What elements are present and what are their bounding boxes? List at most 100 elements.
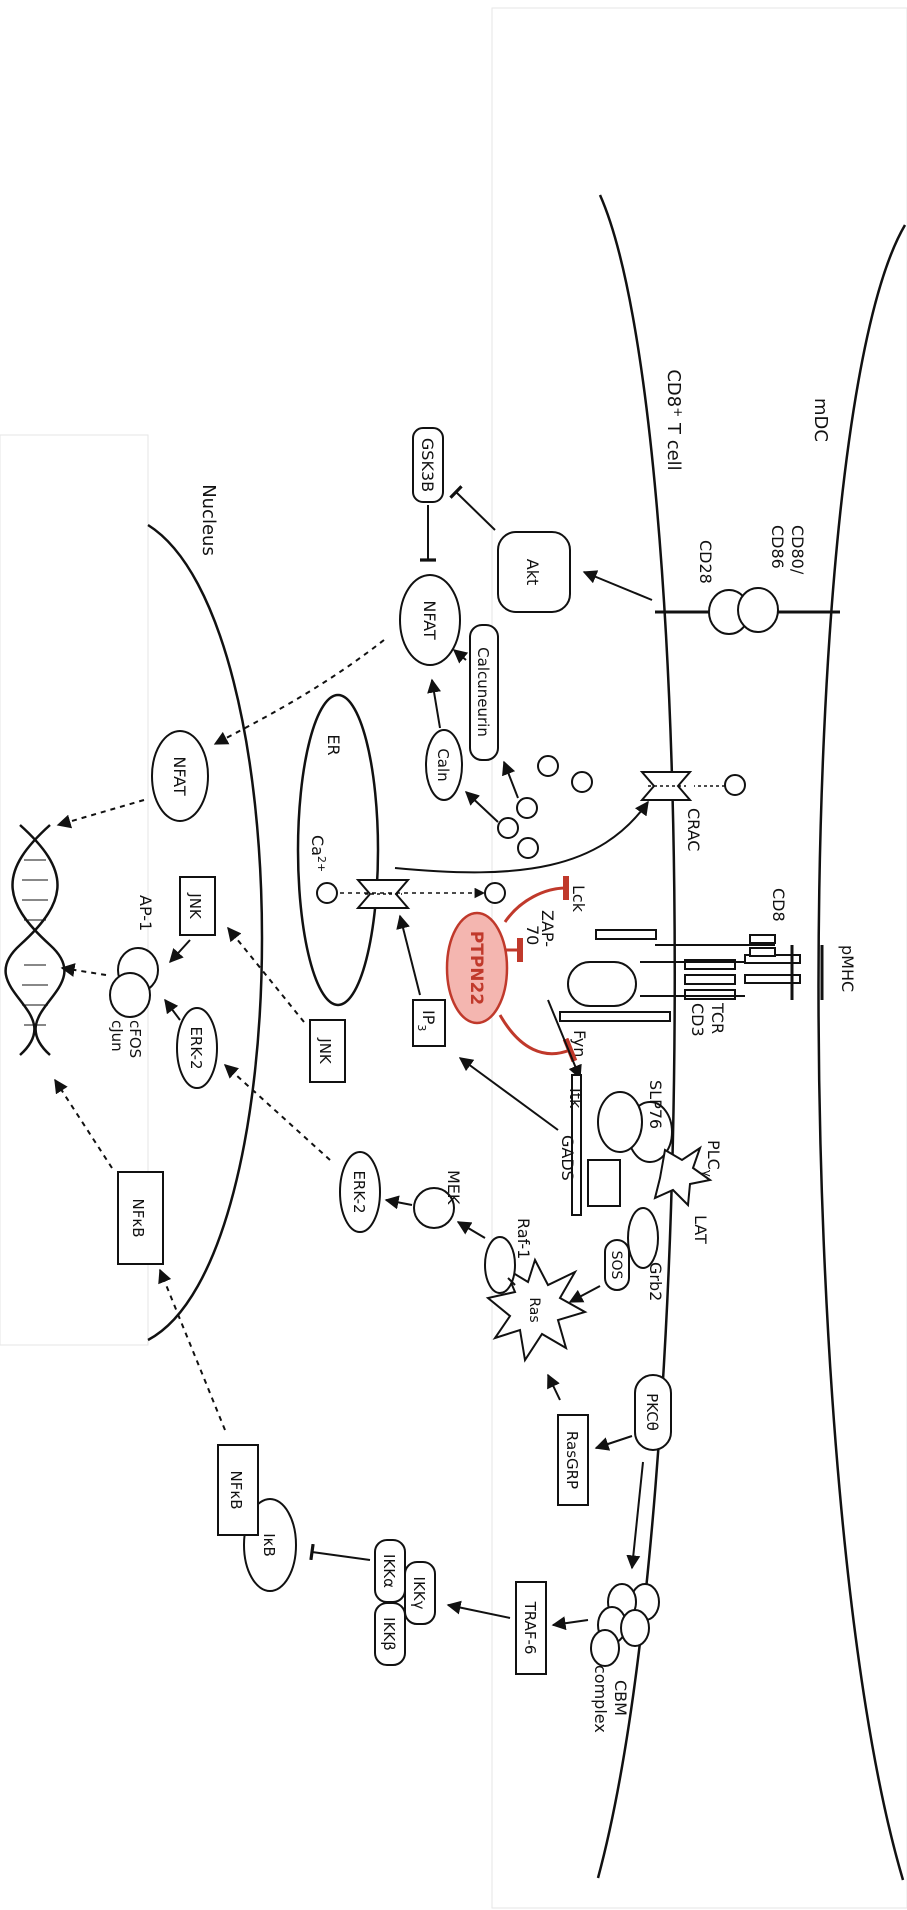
cbm-unit	[591, 1630, 619, 1666]
caln-to-nfat	[432, 680, 440, 728]
cd8-bar	[750, 948, 775, 956]
pmhc-label: pMHC	[838, 945, 857, 992]
ap1-to-dna	[62, 968, 106, 975]
cjun	[110, 973, 150, 1017]
cd3-label: CD3	[688, 1003, 707, 1037]
itk	[598, 1092, 642, 1152]
raf1	[485, 1237, 515, 1293]
jnk-to-ap1	[170, 940, 190, 962]
pkc-to-rasgrp	[596, 1436, 632, 1448]
gads	[588, 1160, 620, 1206]
fyn-label: Fyn	[570, 1030, 589, 1057]
nfat-translocation	[215, 640, 384, 744]
ca-ion	[538, 756, 558, 776]
ca-to-caln	[466, 792, 498, 822]
sos-to-ras	[570, 1286, 600, 1302]
gads-label: GADS	[558, 1135, 577, 1181]
ca-label: Ca2+	[308, 835, 328, 872]
ikka-label: IKKα	[380, 1554, 398, 1588]
zap70-label-b: 70	[523, 925, 542, 945]
erk2-nucleus-label: ERK-2	[187, 1026, 205, 1069]
erk2-to-ap1	[165, 1000, 180, 1020]
tcr-label: TCR	[708, 1002, 727, 1034]
mdc-label: mDC	[810, 398, 831, 442]
er-label: ER	[324, 734, 343, 755]
pkc-to-cbm	[632, 1462, 643, 1568]
crac-label: CRAC	[684, 808, 703, 851]
ca-ion-er	[317, 883, 337, 903]
cbm-to-traf6	[553, 1620, 588, 1625]
cd80-label: CD80/	[788, 525, 807, 575]
ca-ion	[572, 772, 592, 792]
zap70	[568, 962, 636, 1006]
ikkb-label: IKKβ	[380, 1617, 398, 1651]
cd80-domain	[738, 588, 778, 632]
pkc-label: PKCθ	[643, 1393, 661, 1431]
nfkb-to-dna	[55, 1080, 112, 1168]
cfos-label: cFOS	[126, 1020, 144, 1058]
lat-label: LAT	[691, 1215, 710, 1244]
akt-label: Akt	[523, 559, 542, 585]
plcg-label: PLCγ	[700, 1140, 723, 1177]
lck-bar	[596, 930, 656, 939]
ap1-label: AP-1	[136, 895, 155, 931]
cd86-label: CD86	[768, 525, 787, 569]
rasgrp-to-ras	[548, 1375, 560, 1400]
ca-ion-outside	[725, 775, 745, 795]
lck-label: Lck	[569, 885, 588, 913]
nfat-nucleus-label: NFAT	[170, 756, 189, 795]
traf6-label: TRAF-6	[521, 1601, 539, 1655]
raf1-label: Raf-1	[514, 1218, 533, 1259]
cd8-label: CD8	[769, 888, 788, 922]
mdc-membrane	[818, 225, 905, 1880]
mek-label: MEK	[444, 1170, 463, 1205]
t-cell-label: CD8+ T cell	[663, 369, 685, 470]
ca-ion	[518, 838, 538, 858]
sos-label: SOS	[608, 1251, 624, 1280]
ikk-inhibits-ikb	[312, 1552, 370, 1560]
ca-ion	[517, 798, 537, 818]
ptpn22-label: PTPN22	[466, 931, 486, 1005]
nucleus-label: Nucleus	[198, 484, 219, 556]
cd28-label: CD28	[696, 540, 715, 584]
tcr-chain	[685, 990, 735, 999]
caln-label: Caln	[434, 748, 452, 781]
ip3-to-receptor	[400, 916, 420, 995]
itk-label: Itk	[566, 1088, 585, 1109]
akt-inhibits-gsk3b	[456, 492, 495, 530]
plc-to-ip3	[460, 1058, 558, 1130]
cbm-label-a: CBM	[611, 1680, 630, 1716]
cd28-to-akt	[584, 572, 652, 600]
ras-label: Ras	[526, 1297, 542, 1322]
nfat-cytoplasm-label: NFAT	[420, 600, 439, 639]
calcineurin-label: Calcuneurin	[474, 647, 492, 737]
ca-to-calcineurin	[504, 762, 518, 798]
traf6-to-ikk	[448, 1605, 510, 1618]
slp76-label: SLP76	[646, 1080, 665, 1129]
ikb-label: IκB	[260, 1533, 278, 1557]
calcineurin-to-nfat	[454, 650, 466, 660]
jnk-nucleus-label: JNK	[186, 892, 204, 920]
tcr-chain	[685, 975, 735, 984]
jnk-translocation	[228, 928, 304, 1022]
dna-helix	[6, 825, 65, 1055]
cd8-bar	[750, 935, 775, 943]
jnk-cytoplasm-label: JNK	[316, 1037, 334, 1065]
rasgrp-label: RasGRP	[563, 1431, 581, 1489]
mek-to-erk2	[386, 1200, 412, 1205]
nfkb-nucleus-label: NFκB	[129, 1199, 147, 1238]
cjun-label: cJun	[108, 1020, 126, 1052]
grb2	[628, 1208, 658, 1268]
fyn-bar	[560, 1012, 670, 1021]
gsk3b-label: GSK3B	[418, 438, 437, 492]
nfat-to-dna	[58, 800, 144, 825]
cbm-unit	[621, 1610, 649, 1646]
cbm-label-b: complex	[591, 1665, 610, 1733]
ca-ion-er	[485, 883, 505, 903]
erk2-cytoplasm-label: ERK-2	[350, 1170, 368, 1213]
ikkg-label: IKKγ	[410, 1577, 428, 1610]
nfkb-cytoplasm-label: NFκB	[227, 1471, 245, 1510]
grb2-label: Grb2	[646, 1262, 665, 1301]
ca-ion	[498, 818, 518, 838]
